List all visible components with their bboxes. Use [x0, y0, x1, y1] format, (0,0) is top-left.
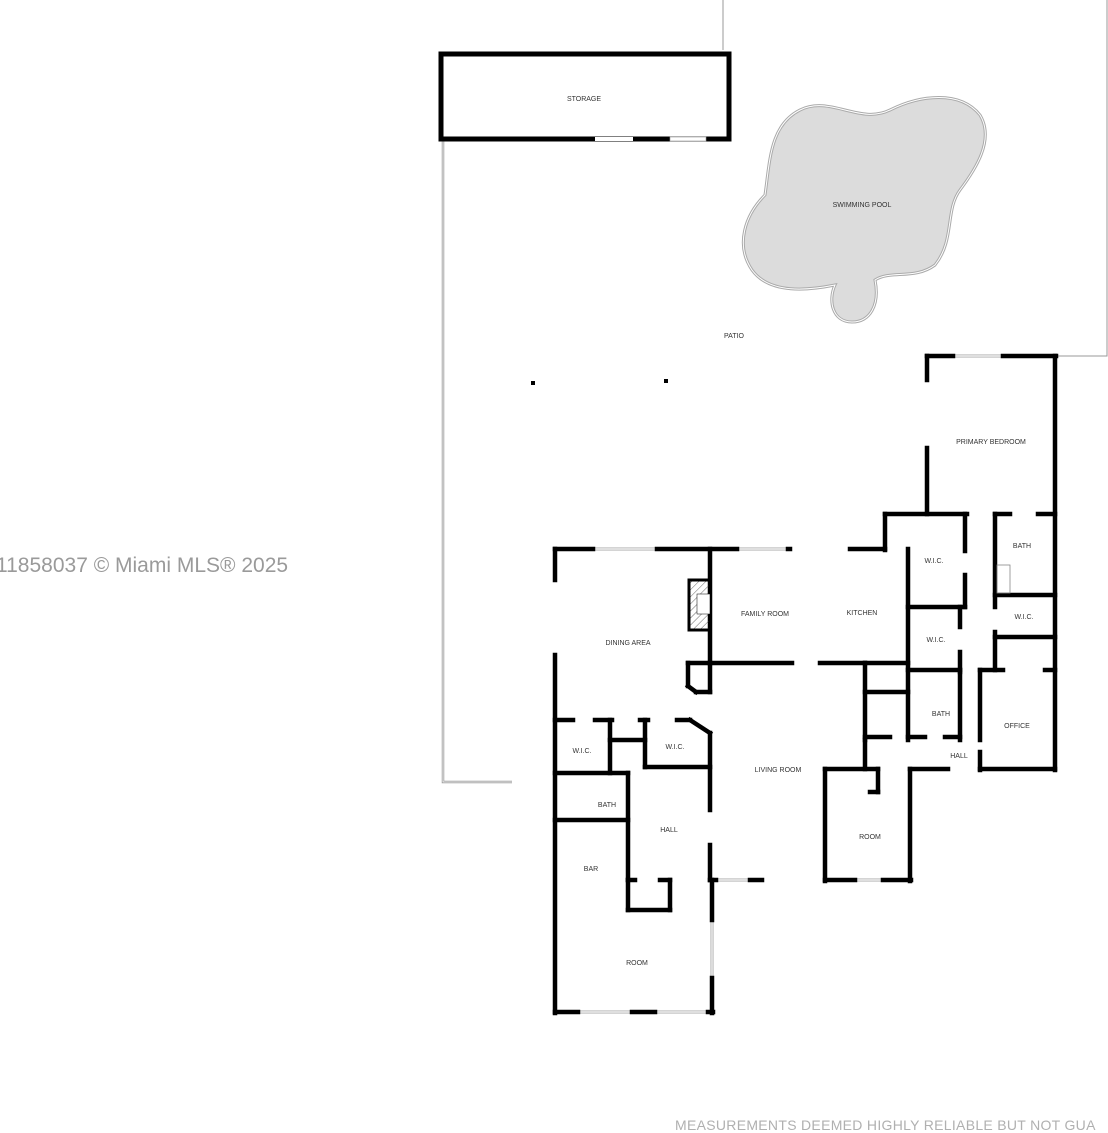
label-family-room: FAMILY ROOM	[741, 611, 789, 618]
fireplace-hearth	[696, 593, 711, 615]
label-wic-1: W.I.C.	[924, 558, 943, 565]
storage-window	[669, 136, 707, 142]
label-bath-2: BATH	[932, 711, 950, 718]
pool-coping	[742, 97, 986, 323]
label-living-room: LIVING ROOM	[755, 767, 802, 774]
label-room-1: ROOM	[859, 834, 881, 841]
label-wic-3: W.I.C.	[926, 637, 945, 644]
column-post	[664, 379, 668, 383]
label-office: OFFICE	[1004, 723, 1030, 730]
mls-watermark: 11858037 © Miami MLS® 2025	[0, 554, 289, 577]
walls	[552, 353, 1059, 1016]
label-hall-2: HALL	[660, 827, 678, 834]
label-primary-bedroom: PRIMARY BEDROOM	[956, 439, 1026, 446]
label-room-2: ROOM	[626, 960, 648, 967]
storage-door	[595, 137, 633, 141]
measurement-disclaimer: MEASUREMENTS DEEMED HIGHLY RELIABLE BUT …	[675, 1117, 1096, 1133]
label-storage: STORAGE	[567, 96, 601, 103]
label-kitchen: KITCHEN	[847, 610, 878, 617]
label-wic-2: W.I.C.	[1014, 614, 1033, 621]
column-post	[531, 381, 535, 385]
label-patio: PATIO	[724, 333, 745, 340]
label-dining-area: DINING AREA	[605, 640, 650, 647]
patio-outline	[441, 0, 1108, 784]
shower	[996, 564, 1011, 594]
label-bath-1: BATH	[1013, 543, 1031, 550]
storage-walls	[438, 51, 732, 142]
swimming-pool-shape	[741, 96, 987, 324]
label-bath-3: BATH	[598, 802, 616, 809]
label-wic-5: W.I.C.	[665, 744, 684, 751]
label-bar: BAR	[584, 866, 598, 873]
label-swimming-pool: SWIMMING POOL	[833, 202, 892, 209]
label-wic-4: W.I.C.	[572, 748, 591, 755]
wall	[686, 716, 714, 737]
label-hall-1: HALL	[950, 753, 968, 760]
